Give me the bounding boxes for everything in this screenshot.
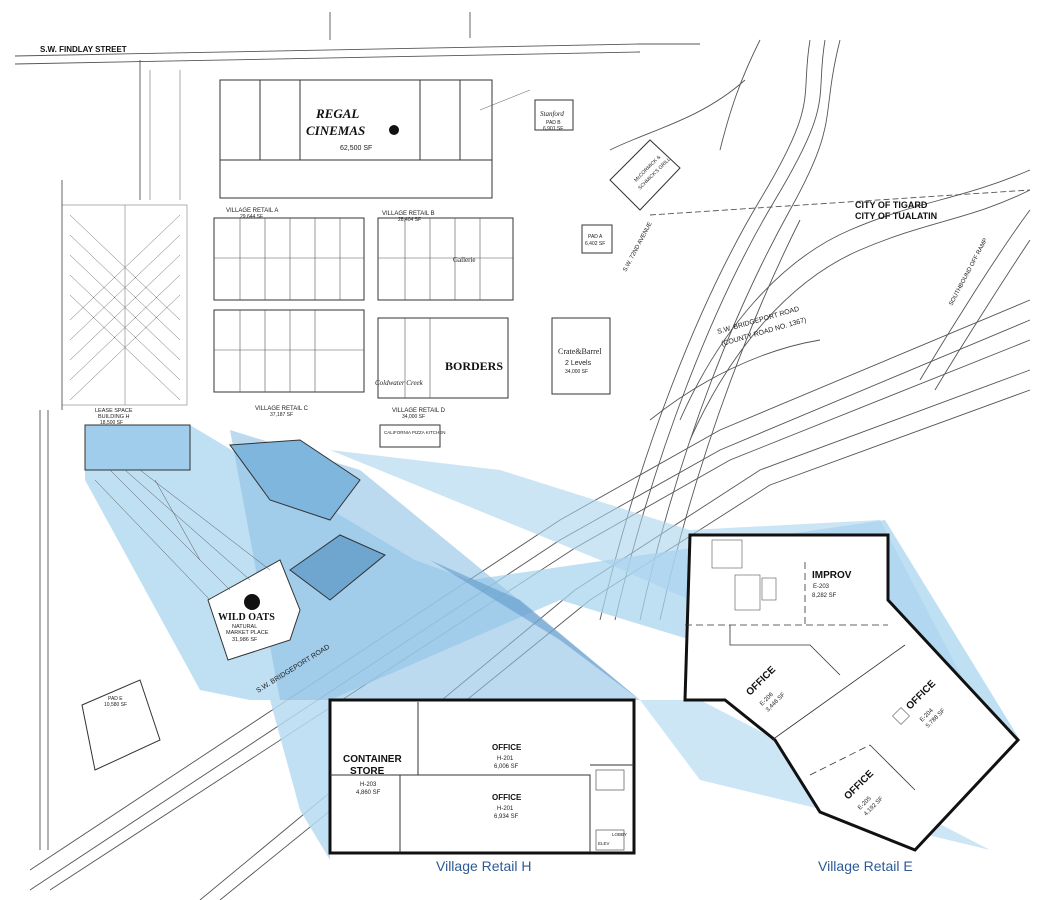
- h-office-top-unit: H-201: [497, 756, 514, 762]
- lease-space-line1: LEASE SPACE: [95, 408, 133, 414]
- wild-oats-sf: 31,986 SF: [232, 637, 258, 643]
- crate-barrel-sf: 34,000 SF: [565, 369, 588, 375]
- wild-oats-sub2: MARKET PLACE: [226, 630, 269, 636]
- pad-e-label: PAD E: [108, 696, 123, 702]
- container-store-line2: STORE: [350, 766, 385, 777]
- pad-e-sf: 10,580 SF: [104, 702, 127, 708]
- h-office-bottom-unit: H-201: [497, 806, 514, 812]
- container-store-line1: CONTAINER: [343, 754, 402, 765]
- lease-space-line2: BUILDING H: [98, 414, 130, 420]
- h-office-bottom-label: OFFICE: [492, 793, 522, 802]
- container-store-sf: 4,860 SF: [356, 790, 381, 796]
- pad-b-label: PAD B: [546, 120, 561, 126]
- retail-buildings: [81, 79, 681, 771]
- crate-barrel-logo: Crate&Barrel: [558, 347, 602, 356]
- improv-unit: E-203: [813, 584, 830, 590]
- stanford-logo: Stanford: [540, 110, 564, 118]
- parking-lot-west: [61, 204, 188, 406]
- city-tualatin-label: CITY OF TUALATIN: [855, 211, 937, 221]
- wild-oats-sub1: NATURAL: [232, 624, 257, 630]
- lease-space-sf: 18,500 SF: [100, 420, 123, 426]
- village-a-label: VILLAGE RETAIL A: [226, 208, 278, 214]
- village-c-sf: 37,187 SF: [270, 412, 293, 418]
- city-tigard-label: CITY OF TIGARD: [855, 200, 928, 210]
- pad-a-label: PAD A: [588, 234, 603, 240]
- h-office-top-label: OFFICE: [492, 743, 522, 752]
- coldwater-creek-label: Coldwater Creek: [375, 379, 424, 387]
- caption-village-retail-h: Village Retail H: [436, 858, 532, 874]
- village-b-label: VILLAGE RETAIL B: [382, 211, 435, 217]
- cpk-label: CALIFORNIA PIZZA KITCHEN: [384, 430, 446, 435]
- wild-oats-logo: WILD OATS: [218, 612, 275, 623]
- crate-barrel-levels: 2 Levels: [565, 360, 592, 367]
- container-store-unit: H-203: [360, 782, 377, 788]
- village-d-sf: 34,000 SF: [402, 414, 425, 420]
- wild-oats-logo-icon: [244, 594, 260, 610]
- pad-a-sf: 6,402 SF: [585, 241, 605, 247]
- improv-label: IMPROV: [812, 570, 852, 581]
- h-office-top-sf: 6,006 SF: [494, 764, 519, 770]
- village-c-label: VILLAGE RETAIL C: [255, 406, 309, 412]
- improv-sf: 8,282 SF: [812, 593, 837, 599]
- h-elev-label: ELEV: [598, 841, 610, 846]
- inset-village-retail-e: IMPROV E-203 8,282 SF OFFICE E-206 3,446…: [683, 533, 1021, 852]
- regal-sf: 62,500 SF: [340, 145, 372, 152]
- caption-village-retail-e: Village Retail E: [818, 858, 913, 874]
- village-d-label: VILLAGE RETAIL D: [392, 408, 446, 414]
- pad-b-sf: 6,901 SF: [543, 126, 563, 132]
- inset-village-retail-h: CONTAINER STORE H-203 4,860 SF OFFICE H-…: [328, 698, 636, 855]
- 72nd-avenue-label: S.W. 72ND AVENUE: [622, 221, 653, 273]
- regal-reel-icon: [389, 125, 399, 135]
- plan-labels: S.W. FINDLAY STREET REGAL CINEMAS 62,500…: [40, 45, 989, 708]
- borders-logo: BORDERS: [445, 359, 503, 373]
- regal-logo-line2: CINEMAS: [306, 123, 365, 138]
- parking-lot-south: [94, 70, 531, 601]
- findlay-street-label: S.W. FINDLAY STREET: [40, 45, 127, 54]
- village-a-sf: 29,644 SF: [240, 214, 263, 220]
- village-b-sf: 28,404 SF: [398, 217, 421, 223]
- h-lobby-label: LOBBY: [612, 832, 627, 837]
- mall-unit-lines: [214, 218, 513, 398]
- southbound-ramp-label: SOUTHBOUND OFF RAMP: [948, 238, 989, 307]
- gallerie-label: Gallerie: [453, 256, 476, 264]
- regal-logo-line1: REGAL: [315, 106, 359, 121]
- h-office-bottom-sf: 6,934 SF: [494, 814, 519, 820]
